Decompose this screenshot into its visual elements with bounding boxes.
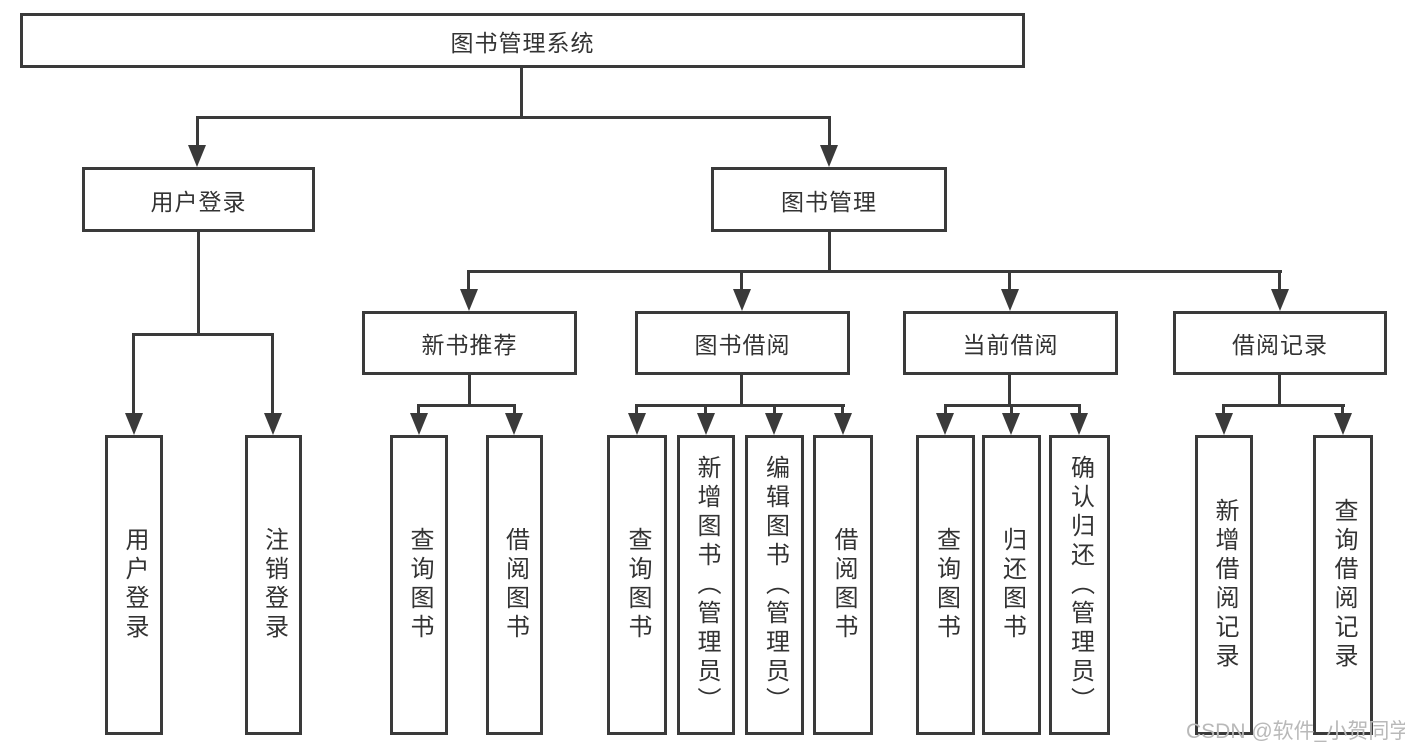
node-current-borrowing-label: 当前借阅 [962, 332, 1059, 358]
leaf-return-books: 归还图书 [982, 435, 1041, 735]
connector-line [1278, 375, 1281, 406]
connector-line [773, 404, 776, 417]
node-book-borrowing: 图书借阅 [635, 311, 850, 375]
connector-line [635, 404, 845, 407]
arrowhead-icon [936, 413, 954, 435]
connector-line [704, 404, 707, 417]
node-new-book-recommend: 新书推荐 [362, 311, 577, 375]
leaf-query-books-borrowing: 查询图书 [607, 435, 667, 735]
leaf-return-books-label: 归还图书 [998, 527, 1026, 643]
connector-line [271, 333, 274, 415]
node-root-label: 图书管理系统 [450, 29, 595, 56]
connector-line [1010, 404, 1013, 417]
arrowhead-icon [765, 413, 783, 435]
arrowhead-icon [1334, 413, 1352, 435]
node-current-borrowing: 当前借阅 [903, 311, 1118, 375]
arrowhead-icon [1215, 413, 1233, 435]
leaf-logout: 注销登录 [245, 435, 302, 735]
leaf-query-books-current: 查询图书 [916, 435, 975, 735]
node-book-management-label: 图书管理 [781, 188, 877, 215]
arrowhead-icon [410, 413, 428, 435]
arrowhead-icon [505, 413, 523, 435]
connector-line [1222, 404, 1225, 417]
connector-line [740, 375, 743, 406]
connector-line [417, 404, 516, 407]
connector-line [513, 404, 516, 417]
connector-line [468, 375, 471, 406]
connector-line [1078, 404, 1081, 417]
arrowhead-icon [697, 413, 715, 435]
node-user-login: 用户登录 [82, 167, 315, 232]
leaf-logout-label: 注销登录 [260, 527, 288, 643]
node-root: 图书管理系统 [20, 13, 1025, 68]
arrowhead-icon [1271, 289, 1289, 311]
leaf-query-books-borrowing-label: 查询图书 [624, 527, 651, 643]
node-book-borrowing-label: 图书借阅 [694, 332, 791, 358]
connector-line [740, 270, 743, 292]
leaf-query-borrow-record: 查询借阅记录 [1313, 435, 1373, 735]
connector-line [197, 232, 200, 335]
arrowhead-icon [460, 289, 478, 311]
connector-line [1008, 375, 1011, 406]
arrowhead-icon [628, 413, 646, 435]
connector-line [467, 270, 1282, 273]
connector-line [417, 404, 420, 417]
leaf-confirm-return-admin-label: 确认归还（管理员） [1066, 454, 1094, 716]
leaf-query-books-recommend-label: 查询图书 [406, 527, 433, 643]
connector-line [1278, 270, 1281, 292]
node-new-book-recommend-label: 新书推荐 [421, 332, 518, 358]
connector-line [132, 333, 135, 415]
leaf-add-borrow-record-label: 新增借阅记录 [1211, 498, 1238, 672]
leaf-borrow-books-recommend-label: 借阅图书 [501, 527, 529, 643]
connector-line [467, 270, 470, 292]
connector-line [635, 404, 638, 417]
arrowhead-icon [1002, 413, 1020, 435]
leaf-add-books-admin: 新增图书（管理员） [677, 435, 735, 735]
leaf-user-login: 用户登录 [105, 435, 163, 735]
node-borrowing-records: 借阅记录 [1173, 311, 1387, 375]
leaf-edit-books-admin-label: 编辑图书（管理员） [761, 454, 789, 716]
connector-line [828, 232, 831, 272]
leaf-edit-books-admin: 编辑图书（管理员） [745, 435, 804, 735]
connector-line [1341, 404, 1344, 417]
leaf-borrow-books-borrowing-label: 借阅图书 [830, 527, 857, 643]
connector-line [828, 116, 831, 147]
leaf-user-login-label: 用户登录 [121, 527, 148, 643]
leaf-query-borrow-record-label: 查询借阅记录 [1330, 498, 1357, 672]
arrowhead-icon [1001, 289, 1019, 311]
connector-line [196, 116, 199, 147]
leaf-query-books-recommend: 查询图书 [390, 435, 448, 735]
node-borrowing-records-label: 借阅记录 [1232, 332, 1328, 358]
leaf-add-borrow-record: 新增借阅记录 [1195, 435, 1253, 735]
arrowhead-icon [820, 145, 838, 167]
leaf-borrow-books-recommend: 借阅图书 [486, 435, 543, 735]
leaf-borrow-books-borrowing: 借阅图书 [813, 435, 873, 735]
arrowhead-icon [1070, 413, 1088, 435]
leaf-confirm-return-admin: 确认归还（管理员） [1049, 435, 1110, 735]
node-user-login-label: 用户登录 [150, 188, 247, 215]
connector-line [196, 116, 831, 119]
connector-line [841, 404, 844, 417]
arrowhead-icon [264, 413, 282, 435]
node-book-management: 图书管理 [711, 167, 947, 232]
connector-line [1008, 270, 1011, 292]
arrowhead-icon [834, 413, 852, 435]
connector-line [1222, 404, 1345, 407]
arrowhead-icon [733, 289, 751, 311]
connector-line [944, 404, 947, 417]
arrowhead-icon [188, 145, 206, 167]
leaf-query-books-current-label: 查询图书 [932, 527, 960, 643]
leaf-add-books-admin-label: 新增图书（管理员） [693, 454, 720, 716]
csdn-watermark: CSDN @软件_小贺同学 [1186, 720, 1405, 743]
connector-line [132, 333, 274, 336]
arrowhead-icon [125, 413, 143, 435]
connector-line [520, 66, 523, 118]
